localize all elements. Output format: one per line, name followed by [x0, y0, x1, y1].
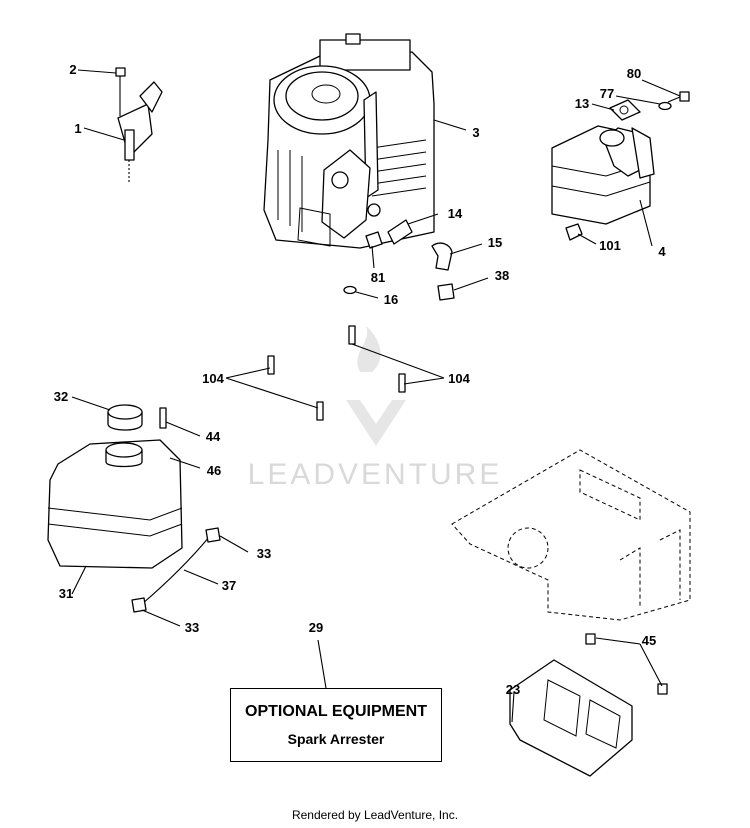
watermark-text: LEADVENTURE: [248, 458, 503, 491]
callout-13: 13: [575, 96, 589, 111]
callout-37: 37: [222, 578, 236, 593]
callout-45: 45: [642, 633, 656, 648]
callout-labels: 2 1 3 4 13 77 80 101 14 15 81 16 38 104 …: [54, 62, 667, 697]
callout-2: 2: [69, 62, 76, 77]
callout-29: 29: [309, 620, 323, 635]
hose-clamp-lower[interactable]: [131, 597, 147, 613]
callout-1: 1: [74, 121, 81, 136]
fitting-nut[interactable]: [365, 231, 383, 249]
optional-equipment-subtitle: Spark Arrester: [287, 731, 385, 747]
callout-32: 32: [54, 389, 68, 404]
callout-46: 46: [207, 463, 221, 478]
washer[interactable]: [343, 285, 357, 295]
callout-77: 77: [600, 86, 614, 101]
callout-101: 101: [599, 238, 621, 253]
tank-bolt[interactable]: [159, 407, 167, 429]
hose-clamp-upper[interactable]: [205, 527, 221, 543]
shield-bolts[interactable]: [585, 633, 668, 695]
muffler-nut[interactable]: [565, 223, 583, 241]
callout-104-left: 104: [202, 371, 224, 386]
callout-33-lower: 33: [185, 620, 199, 635]
drain-plug[interactable]: [437, 283, 455, 301]
fuel-cap[interactable]: [107, 404, 143, 431]
exhaust-gasket[interactable]: [609, 99, 641, 121]
lock-washer[interactable]: [658, 101, 672, 111]
footer-credit: Rendered by LeadVenture, Inc.: [291, 808, 459, 822]
engine[interactable]: [263, 33, 435, 249]
callout-33-upper: 33: [257, 546, 271, 561]
elbow-fitting[interactable]: [431, 242, 453, 271]
fuel-line[interactable]: [141, 535, 211, 605]
callout-104-right: 104: [448, 371, 470, 386]
muffler[interactable]: [551, 125, 655, 225]
callout-44: 44: [206, 429, 221, 444]
callout-38: 38: [495, 268, 509, 283]
callout-80: 80: [627, 66, 641, 81]
throttle-control[interactable]: [115, 67, 163, 182]
optional-equipment-title: OPTIONAL EQUIPMENT: [245, 703, 427, 720]
pipe-nipple[interactable]: [387, 219, 413, 245]
callout-16: 16: [384, 292, 398, 307]
mounting-frame: [451, 449, 691, 621]
callout-3: 3: [472, 125, 479, 140]
watermark: LEADVENTURE: [248, 326, 503, 491]
callout-4: 4: [658, 244, 666, 259]
callout-81: 81: [371, 270, 385, 285]
callout-23: 23: [506, 682, 520, 697]
callout-31: 31: [59, 586, 73, 601]
fuel-tank[interactable]: [47, 439, 183, 569]
muffler-bolt[interactable]: [667, 91, 690, 103]
heat-shield[interactable]: [509, 659, 633, 777]
leader-lines: [71, 69, 681, 723]
hex-bolts[interactable]: [267, 325, 406, 421]
optional-equipment-box: OPTIONAL EQUIPMENT Spark Arrester: [230, 688, 442, 762]
callout-15: 15: [488, 235, 502, 250]
callout-14: 14: [448, 206, 463, 221]
